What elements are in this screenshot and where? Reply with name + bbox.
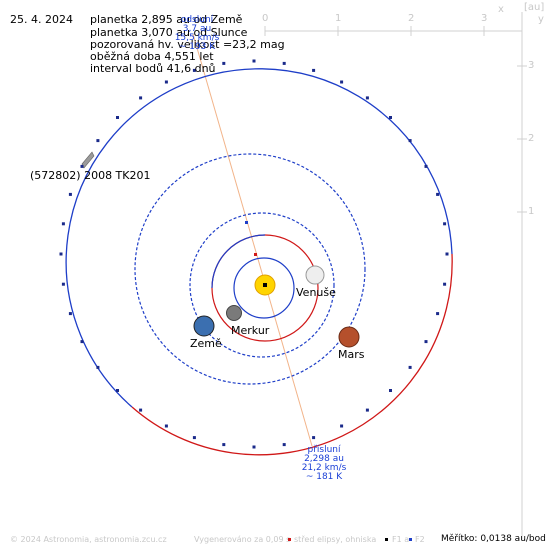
orbit-interval-dot [164, 424, 168, 428]
perihelion-note-line: ~ 181 K [305, 472, 343, 482]
perihelion-note-line: 21,2 km/s [301, 463, 347, 473]
orbit-interval-dot [340, 80, 344, 84]
focus-marker [245, 221, 248, 224]
footer-legend-f1: F1 a [392, 535, 410, 544]
orbit-interval-dot [80, 340, 84, 344]
venus-label: Venuše [296, 286, 336, 299]
orbit-interval-dot [68, 312, 72, 316]
x-tick-label: 3 [481, 13, 488, 24]
perihelion-note-line: přísluní [307, 445, 341, 455]
asteroid-orbit-red [131, 253, 453, 456]
venus-icon [305, 265, 325, 285]
footer-legend-center: střed elipsy, ohniska [294, 535, 377, 544]
ellipse-center-marker [254, 253, 257, 256]
asteroid-earth-line [192, 33, 313, 447]
info-line: interval bodů 41,6 dnů [90, 62, 216, 75]
orbit-interval-dot [445, 252, 449, 256]
aphelion-note-line: 3,7 au [182, 24, 212, 34]
y-tick-label: 2 [528, 133, 535, 144]
orbit-interval-dot [164, 80, 168, 84]
orbit-interval-dot [139, 96, 143, 100]
axis-unit-label: [au] [524, 2, 545, 13]
date-label: 25. 4. 2024 [10, 13, 73, 26]
orbit-interval-dot [365, 96, 369, 100]
orbit-interval-dot [80, 164, 84, 168]
orbit-interval-dot [408, 365, 412, 369]
orbit-interval-dot [340, 424, 344, 428]
x-tick-label: 1 [335, 13, 342, 24]
orbit-interval-dot [222, 61, 226, 65]
footer-legend-f2: F2 [415, 535, 425, 544]
aphelion-note-line: 15,5 km/s [174, 33, 220, 43]
aphelion-note-line: ~ 193 K [178, 42, 216, 52]
orbit-interval-dot [59, 252, 63, 256]
orbit-interval-dot [436, 312, 440, 316]
footer-scale: Měřítko: 0,0138 au/bod [441, 534, 546, 544]
mercury-label: Merkur [231, 324, 270, 337]
info-line: planetka 3,070 au od Slunce [90, 26, 248, 39]
orbit-interval-dot [139, 408, 143, 412]
earth-orbit [189, 212, 335, 358]
asteroid-designation: (572802) 2008 TK201 [30, 169, 151, 182]
info-line: pozorovaná hv. velikost =23,2 mag [90, 38, 285, 51]
earth-label: Země [190, 337, 222, 350]
orbit-interval-dot [96, 139, 100, 143]
orbit-interval-dot [312, 436, 316, 440]
earth-icon [193, 315, 215, 337]
legend-f1-marker [385, 538, 388, 541]
orbit-interval-dots [59, 59, 449, 449]
aphelion-note: odsluní 3,7 au 15,5 km/s ~ 193 K [172, 16, 222, 52]
sun-center-marker [263, 283, 267, 287]
x-axis-label: x [498, 4, 504, 15]
mercury-icon [226, 305, 242, 321]
legend-f2-marker [409, 538, 412, 541]
orbit-interval-dot [389, 116, 392, 119]
orbit-interval-dot [96, 365, 100, 369]
orbit-interval-dot [282, 61, 286, 65]
orbit-interval-dot [252, 59, 256, 63]
mars-icon [338, 326, 360, 348]
orbit-interval-dot [443, 282, 447, 286]
orbit-interval-dot [252, 445, 256, 449]
orbit-interval-dot [282, 443, 286, 447]
y-tick-label: 1 [528, 206, 535, 217]
footer-copyright: © 2024 Astronomia, astronomia.zcu.cz [10, 535, 167, 544]
orbit-interval-dot [192, 68, 196, 72]
asteroid-orbit-blue [65, 68, 453, 408]
orbit-interval-dot [389, 389, 392, 392]
orbit-interval-dot [365, 408, 369, 412]
info-line: oběžná doba 4,551 let [90, 50, 214, 63]
orbit-interval-dot [61, 282, 65, 286]
orbit-interval-dot [443, 222, 447, 226]
y-axis-label: y [538, 14, 544, 25]
orbit-interval-dot [192, 436, 196, 440]
aphelion-note-line: odsluní [180, 15, 214, 25]
orbit-interval-dot [312, 68, 316, 72]
x-tick-label: 2 [408, 13, 415, 24]
orbit-interval-dot [424, 340, 428, 344]
y-tick-label: 3 [528, 60, 535, 71]
info-line: planetka 2,895 au od Země [90, 13, 243, 26]
orbit-interval-dot [222, 443, 226, 447]
perihelion-note-line: 2,298 au [304, 454, 344, 464]
orbit-interval-dot [436, 192, 440, 196]
orbit-interval-dot [408, 139, 412, 143]
orbit-interval-dot [116, 116, 119, 119]
orbit-interval-dot [116, 389, 119, 392]
mars-label: Mars [338, 348, 365, 361]
orbit-interval-dot [68, 192, 72, 196]
orbit-interval-dot [424, 164, 428, 168]
venus-orbit-blue-part [211, 234, 266, 289]
legend-center-marker [288, 538, 291, 541]
perihelion-note: přísluní 2,298 au 21,2 km/s ~ 181 K [294, 446, 354, 482]
x-tick-label: 0 [262, 13, 269, 24]
orbit-interval-dot [61, 222, 65, 226]
footer-generated: Vygenerováno za 0,09 s [194, 535, 291, 544]
mars-orbit [134, 153, 366, 385]
mercury-orbit [233, 257, 295, 319]
